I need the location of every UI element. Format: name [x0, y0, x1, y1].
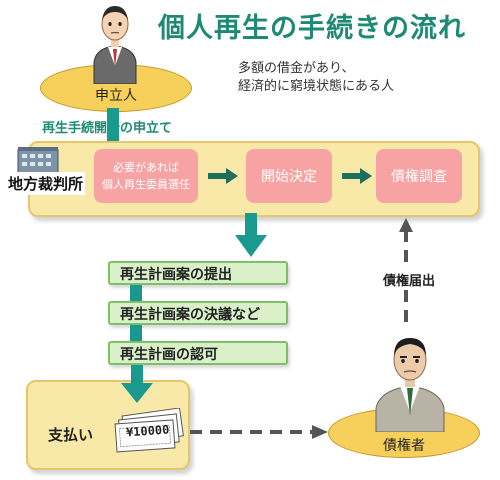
applicant-person-icon — [93, 6, 137, 84]
description-line-2: 経済的に窮境状態にある人 — [238, 79, 395, 94]
court-step-start-label: 開始決定 — [261, 169, 317, 185]
court-step-start: 開始決定 — [246, 149, 332, 203]
payment-label: 支払い — [48, 426, 94, 444]
plan-step-approval: 再生計画の認可 — [108, 341, 288, 365]
court-label: 地方裁判所 — [6, 172, 86, 195]
court-building-icon — [17, 147, 59, 174]
arrow-right-icon — [208, 168, 238, 184]
plan-step-resolution: 再生計画案の決議など — [108, 301, 288, 325]
money-bills-icon — [114, 408, 184, 453]
court-step-appoint: 必要があれば 個人再生委員選任 — [94, 149, 198, 203]
arrow-right-icon — [342, 168, 372, 184]
court-step-appoint-line1: 必要があれば — [113, 161, 179, 174]
step-connector — [130, 285, 142, 341]
description-line-1: 多額の借金があり、 — [238, 61, 355, 76]
page-title: 個人再生の手続きの流れ — [158, 13, 466, 44]
court-step-claims-label: 債権調査 — [391, 169, 447, 185]
payment-box — [26, 380, 190, 470]
creditor-label: 債権者 — [383, 438, 425, 454]
applicant-label: 申立人 — [95, 88, 137, 104]
description: 多額の借金があり、 経済的に窮境状態にある人 — [238, 60, 394, 96]
creditor-ellipse: 債権者 — [328, 408, 480, 458]
arrow-down-icon — [121, 365, 153, 403]
dashed-arrow-right-icon — [190, 425, 328, 439]
court-step-appoint-line2: 個人再生委員選任 — [102, 178, 190, 191]
court-step-claims: 債権調査 — [376, 149, 462, 203]
arrow-down-icon — [235, 213, 267, 257]
creditor-person-icon — [375, 338, 445, 432]
claim-label: 債権届出 — [382, 270, 437, 289]
plan-step-submit: 再生計画案の提出 — [108, 261, 288, 285]
